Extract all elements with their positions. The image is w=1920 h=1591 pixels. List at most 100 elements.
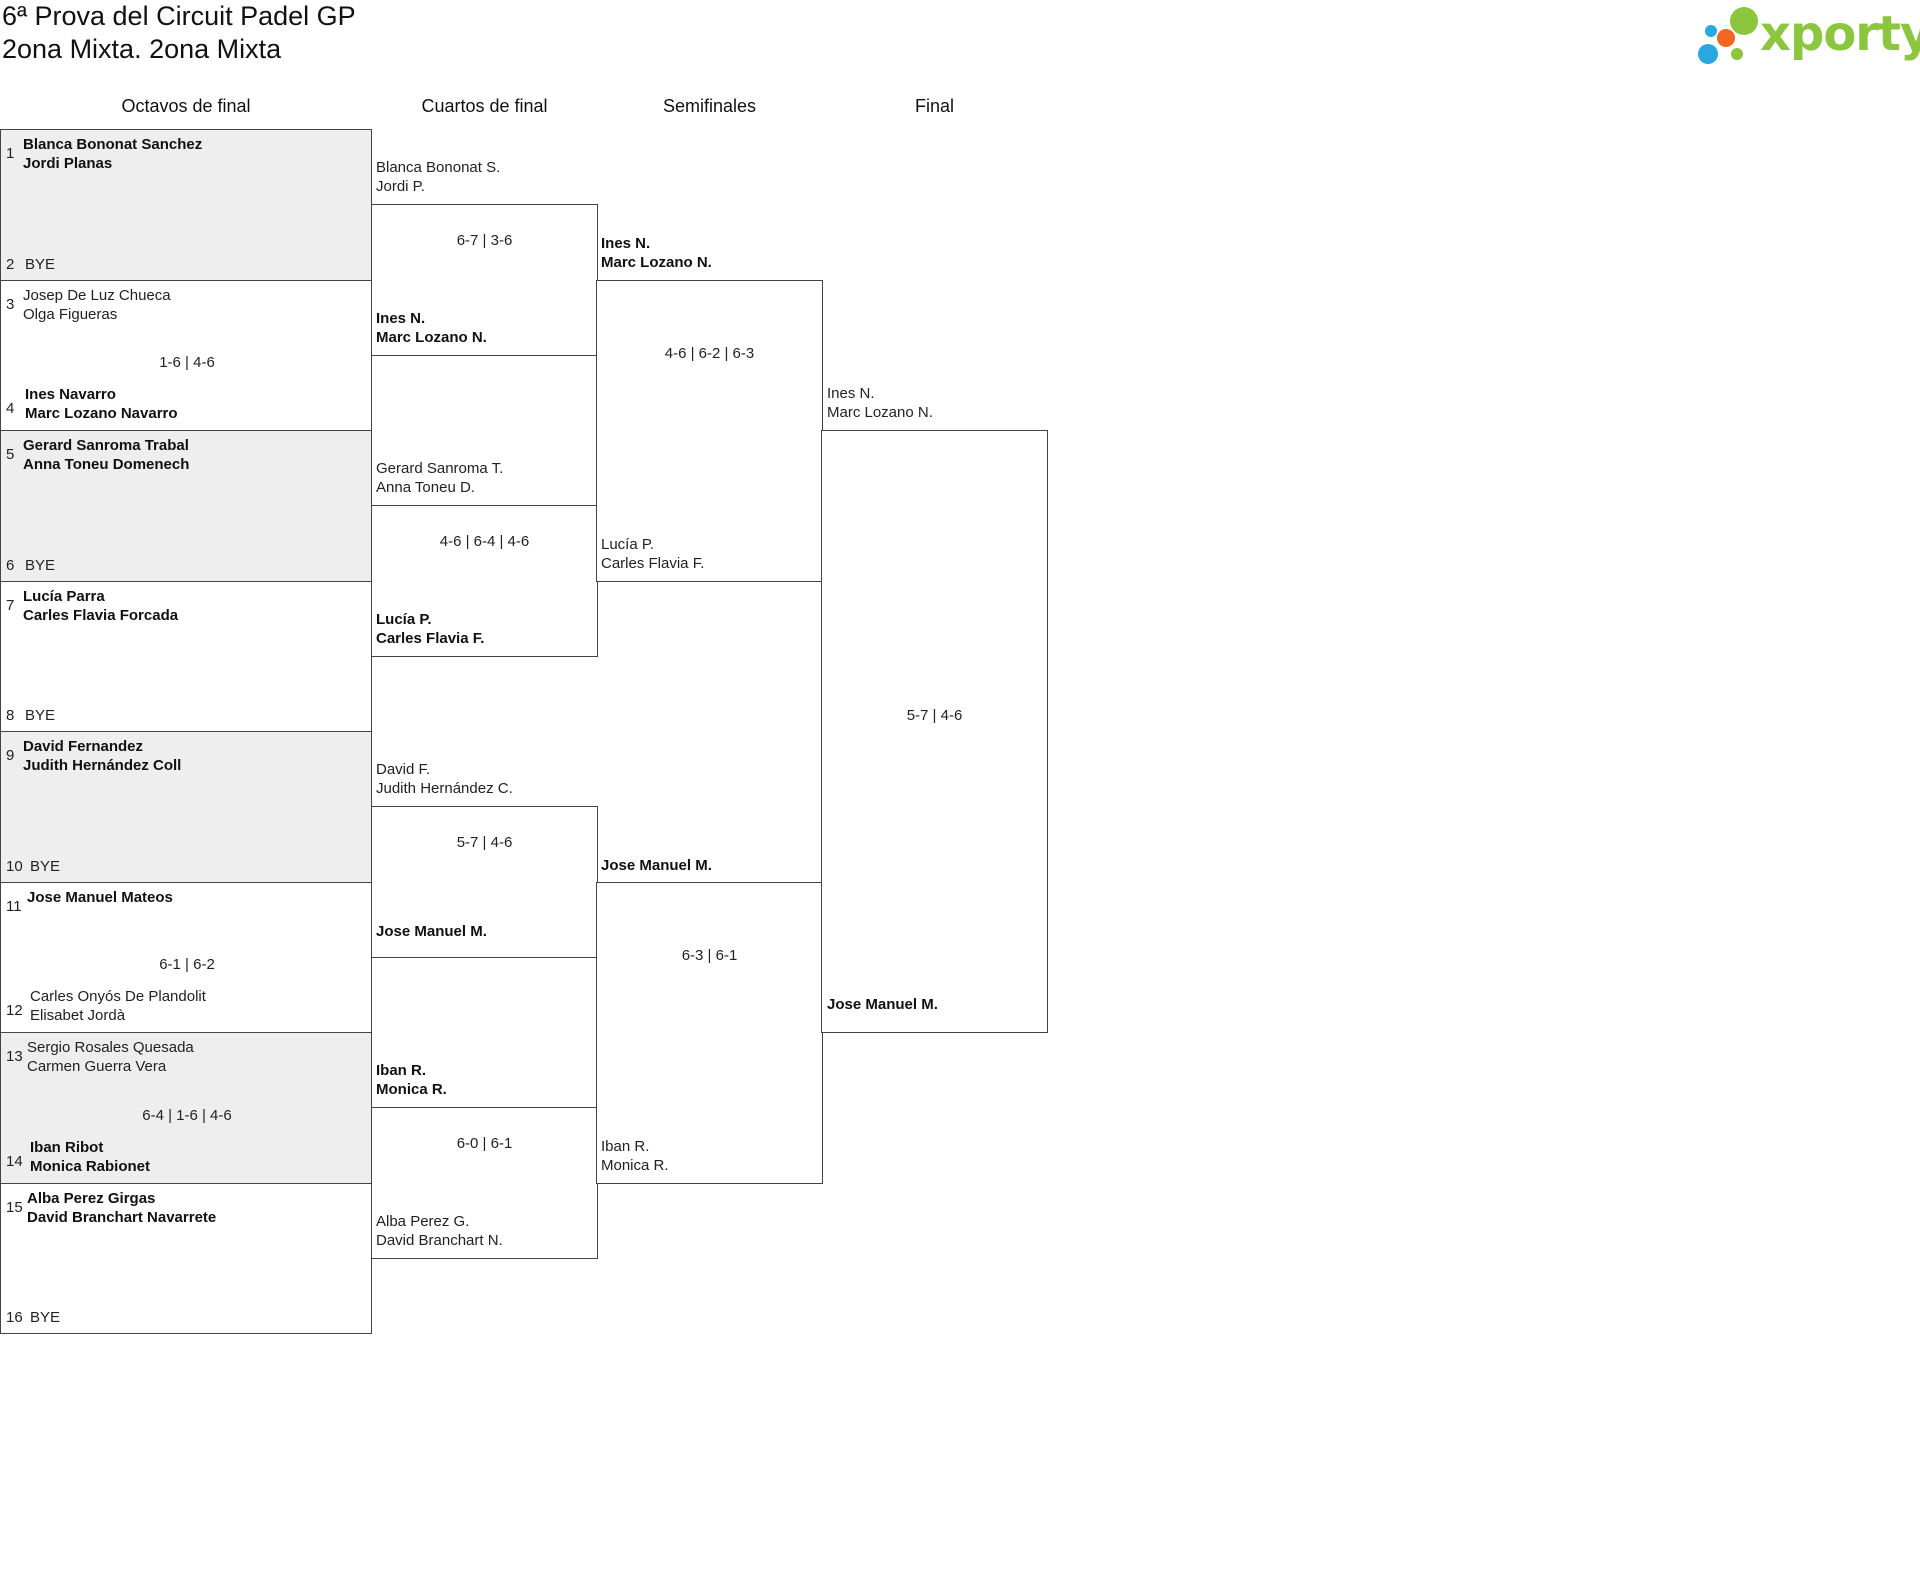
seed-number: 7 bbox=[6, 597, 15, 614]
octavos-match-6[interactable]: 11 Jose Manuel Mateos 12 Carles Onyós De Pl… bbox=[0, 882, 372, 1033]
match-score: 6-4 | 1-6 | 4-6 bbox=[142, 1107, 232, 1124]
semis-match-2[interactable] bbox=[596, 882, 823, 1184]
semis-score: 4-6 | 6-2 | 6-3 bbox=[664, 345, 755, 362]
seed-number: 11 bbox=[6, 898, 22, 915]
team-top-line1: Blanca Bononat Sanchez bbox=[23, 136, 203, 153]
seed-number: 3 bbox=[6, 296, 15, 313]
semis-team-top-line1: Jose Manuel M. bbox=[601, 857, 712, 874]
cuartos-team-top: Gerard Sanroma T.Anna Toneu D. bbox=[376, 459, 503, 497]
final-team-top-line1: Ines N. bbox=[827, 385, 875, 402]
final-score: 5-7 | 4-6 bbox=[906, 707, 963, 724]
cuartos-score: 6-0 | 6-1 bbox=[456, 1135, 513, 1152]
team-top-line1: Josep De Luz Chueca bbox=[23, 287, 171, 304]
seed-number: 14 bbox=[6, 1153, 23, 1170]
team-top-line1: Lucía Parra bbox=[23, 588, 105, 605]
team-top-line2: Judith Hernández Coll bbox=[23, 757, 182, 774]
team-top-line1: Jose Manuel Mateos bbox=[27, 889, 173, 906]
cuartos-team-bottom-line2: David Branchart N. bbox=[376, 1232, 503, 1249]
cuartos-team-bottom-line2: Marc Lozano N. bbox=[376, 329, 487, 346]
final-match[interactable] bbox=[821, 430, 1048, 1033]
category-title: 2ona Mixta. 2ona Mixta bbox=[2, 34, 282, 64]
team-bottom-line1: Carles Onyós De Plandolit bbox=[30, 988, 206, 1005]
bye-label: BYE bbox=[30, 1309, 61, 1326]
cuartos-team-bottom-line1: Jose Manuel M. bbox=[376, 923, 487, 940]
team-top-line2: Anna Toneu Domenech bbox=[23, 456, 190, 473]
seed-number: 10 bbox=[6, 858, 23, 875]
semis-team-bottom: Lucía P. Carles Flavia F. bbox=[601, 535, 704, 573]
cuartos-team-top: Blanca Bononat S.Jordi P. bbox=[376, 158, 500, 196]
cuartos-match-3[interactable] bbox=[371, 806, 598, 958]
semis-team-bottom: Iban R.Monica R. bbox=[601, 1137, 669, 1175]
cuartos-team-bottom: Ines N.Marc Lozano N. bbox=[376, 309, 487, 347]
seed-number: 2 bbox=[6, 256, 15, 273]
cuartos-team-top-line1: Iban R. bbox=[376, 1062, 427, 1079]
xporty-logo: xporty bbox=[1694, 4, 1920, 66]
cuartos-match-2[interactable] bbox=[371, 505, 598, 657]
seed-number: 13 bbox=[6, 1048, 23, 1065]
seed-number: 5 bbox=[6, 446, 15, 463]
cuartos-team-bottom-line1: Lucía P. bbox=[376, 611, 432, 628]
team-top: Jose Manuel Mateos bbox=[27, 888, 173, 907]
seed-number: 4 bbox=[6, 400, 15, 417]
cuartos-team-top-line2: Jordi P. bbox=[376, 178, 425, 195]
semis-team-bottom-line2: Carles Flavia F. bbox=[601, 555, 705, 572]
team-bottom-line2: Marc Lozano Navarro bbox=[25, 405, 178, 422]
cuartos-team-bottom-line1: Alba Perez G. bbox=[376, 1213, 470, 1230]
bye-label: BYE bbox=[25, 256, 56, 273]
seed-number: 16 bbox=[6, 1309, 23, 1326]
final-team-bottom: Jose Manuel M. bbox=[827, 995, 938, 1014]
match-score: 1-6 | 4-6 bbox=[159, 354, 215, 371]
cuartos-team-top-line2: Judith Hernández C. bbox=[376, 780, 513, 797]
cuartos-team-top-line1: David F. bbox=[376, 761, 431, 778]
team-top-line1: Gerard Sanroma Trabal bbox=[23, 437, 189, 454]
round-header-final: Final bbox=[914, 96, 954, 116]
seed-number: 12 bbox=[6, 1002, 23, 1019]
bye-label: BYE bbox=[30, 858, 61, 875]
team-top-line2: Carmen Guerra Vera bbox=[27, 1058, 167, 1075]
cuartos-match-4[interactable] bbox=[371, 1107, 598, 1259]
semis-team-bottom-line1: Iban R. bbox=[601, 1138, 650, 1155]
logo-dots-icon bbox=[1698, 7, 1758, 64]
semis-team-bottom-line1: Lucía P. bbox=[601, 536, 655, 553]
team-top-line2: Carles Flavia Forcada bbox=[23, 607, 179, 624]
seed-number: 6 bbox=[6, 557, 15, 574]
semis-team-top-line2: Marc Lozano N. bbox=[601, 254, 712, 271]
team-bottom-line2: Monica Rabionet bbox=[30, 1158, 151, 1175]
seed-number: 8 bbox=[6, 707, 15, 724]
round-header-cuartos: Cuartos de final bbox=[421, 96, 548, 116]
seed-number: 15 bbox=[6, 1199, 23, 1216]
team-top-line2: Jordi Planas bbox=[23, 155, 113, 172]
team-bottom-line1: Iban Ribot bbox=[30, 1139, 104, 1156]
team-top-line1: David Fernandez bbox=[23, 738, 144, 755]
tournament-title: 6ª Prova del Circuit Padel GP bbox=[2, 1, 356, 31]
semis-team-top-line1: Ines N. bbox=[601, 235, 651, 252]
cuartos-team-top-line2: Monica R. bbox=[376, 1081, 447, 1098]
cuartos-match-1[interactable] bbox=[371, 204, 598, 356]
logo-wordmark: xporty bbox=[1760, 6, 1920, 62]
team-bottom-line1: Ines Navarro bbox=[25, 386, 116, 403]
team-top-line2: David Branchart Navarrete bbox=[27, 1209, 217, 1226]
bye-label: BYE bbox=[25, 557, 56, 574]
cuartos-score: 5-7 | 4-6 bbox=[456, 834, 513, 851]
cuartos-score: 6-7 | 3-6 bbox=[456, 232, 513, 249]
round-header-octavos: Octavos de final bbox=[121, 96, 251, 116]
team-top-line1: Sergio Rosales Quesada bbox=[27, 1039, 194, 1056]
semis-score: 6-3 | 6-1 bbox=[681, 947, 738, 964]
bye-label: BYE bbox=[25, 707, 56, 724]
semis-match-1[interactable] bbox=[596, 280, 823, 582]
